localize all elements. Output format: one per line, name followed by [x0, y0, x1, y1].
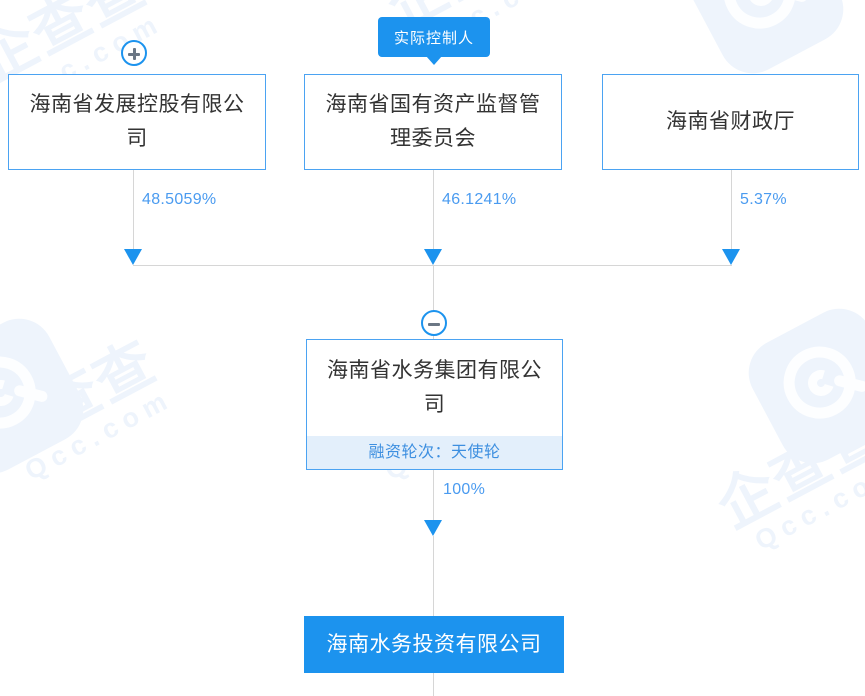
- shareholder-node-1-name: 海南省发展控股有限公司: [29, 93, 245, 150]
- shareholder-node-2-name: 海南省国有资产监督管理委员会: [325, 93, 541, 150]
- actual-controller-badge-label: 实际控制人: [393, 29, 474, 47]
- edge-line-shareholder-2: [433, 170, 434, 252]
- center-company-name: 海南省水务集团有限公司: [327, 359, 542, 416]
- edge-arrow-center-to-child: [424, 520, 442, 536]
- center-company-finance-round: 融资轮次：天使轮: [307, 436, 562, 469]
- percent-label-shareholder-1: 48.5059%: [142, 191, 217, 208]
- edge-line-shareholder-3: [731, 170, 732, 252]
- edge-line-child-down: [433, 673, 434, 696]
- percent-label-center-to-child: 100%: [443, 481, 486, 498]
- edge-bus-horizontal: [133, 265, 732, 266]
- percent-label-shareholder-3: 5.37%: [740, 191, 787, 208]
- expand-toggle-shareholder-1[interactable]: [121, 40, 147, 66]
- edge-line-bus-to-center: [433, 265, 434, 339]
- shareholder-node-3[interactable]: 海南省财政厅: [602, 74, 859, 170]
- edge-arrow-shareholder-1: [124, 249, 142, 265]
- child-company-name: 海南水务投资有限公司: [326, 632, 542, 656]
- edge-line-center-to-child-lower: [433, 536, 434, 616]
- edge-arrow-shareholder-3: [722, 249, 740, 265]
- edge-line-center-to-child: [433, 470, 434, 522]
- edge-line-shareholder-1: [133, 170, 134, 252]
- collapse-toggle-center-node[interactable]: [421, 310, 447, 336]
- actual-controller-badge: 实际控制人: [378, 17, 490, 65]
- percent-label-shareholder-2: 46.1241%: [442, 191, 517, 208]
- shareholder-node-1[interactable]: 海南省发展控股有限公司: [8, 74, 266, 170]
- edge-arrow-shareholder-2: [424, 249, 442, 265]
- badge-tail-icon: [426, 56, 442, 65]
- shareholder-node-2[interactable]: 海南省国有资产监督管理委员会: [304, 74, 562, 170]
- child-company-node[interactable]: 海南水务投资有限公司: [304, 616, 564, 673]
- center-company-node[interactable]: 海南省水务集团有限公司 融资轮次：天使轮: [306, 339, 563, 470]
- shareholder-node-3-name: 海南省财政厅: [666, 110, 795, 133]
